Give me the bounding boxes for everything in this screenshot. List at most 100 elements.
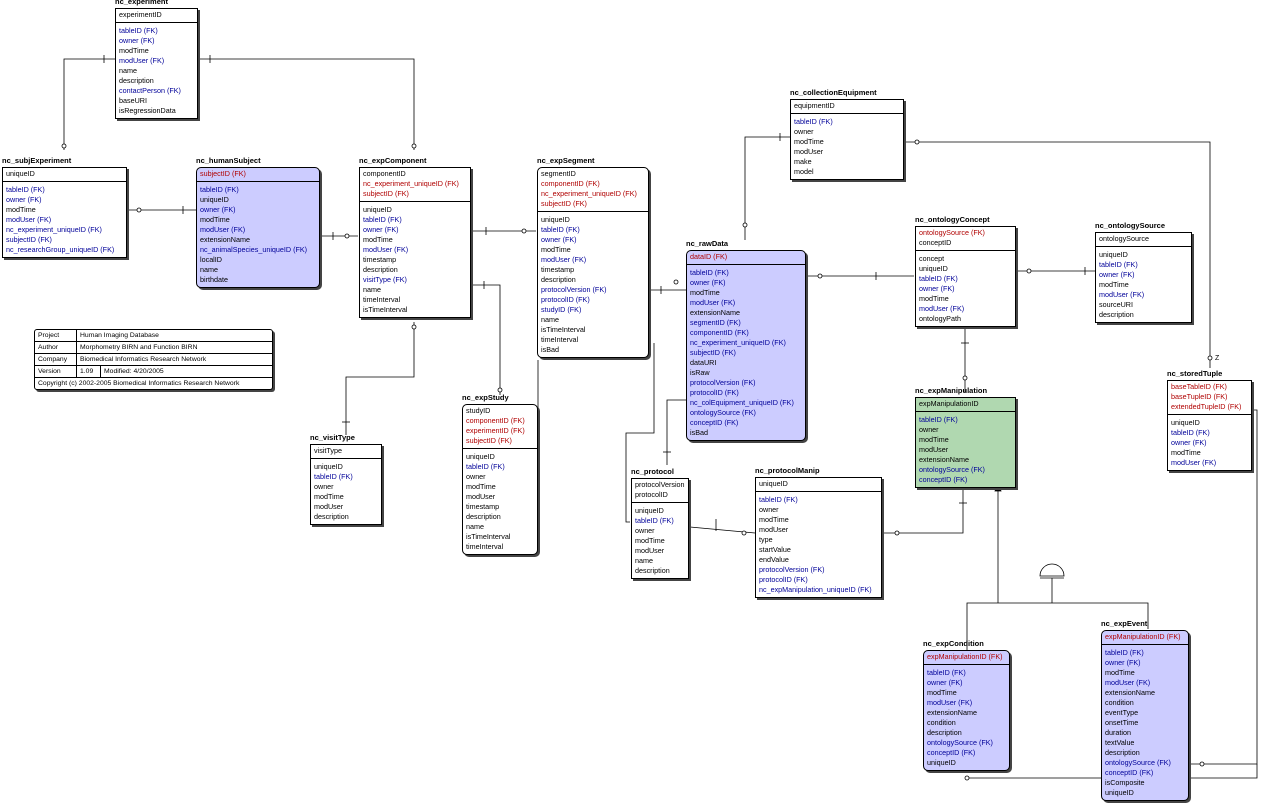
attribute: name	[200, 265, 218, 274]
attribute: isRaw	[690, 368, 710, 377]
attribute: modUser (FK)	[1105, 678, 1151, 687]
attribute: modUser (FK)	[541, 255, 587, 264]
attribute: tableID (FK)	[1099, 260, 1138, 269]
company-value: Biomedical Informatics Research Network	[80, 356, 207, 363]
attribute: timestamp	[363, 255, 397, 264]
attribute: isTimeInterval	[466, 532, 511, 541]
attribute: tableID (FK)	[919, 415, 958, 424]
attribute: type	[759, 535, 773, 544]
attribute: modUser	[919, 445, 949, 454]
attribute: studyID (FK)	[541, 305, 582, 314]
entity-title: nc_expCondition	[923, 639, 984, 648]
attribute: name	[466, 522, 484, 531]
entity-box: expManipulationID (FK)tableID (FK)owner …	[923, 650, 1010, 771]
attribute: modUser (FK)	[200, 225, 246, 234]
attribute: conceptID (FK)	[927, 748, 976, 757]
attribute: description	[363, 265, 398, 274]
attribute: owner (FK)	[1099, 270, 1135, 279]
attribute: tableID (FK)	[635, 516, 674, 525]
attribute: tableID (FK)	[541, 225, 580, 234]
project-label: Project	[35, 330, 77, 341]
attribute: timeInterval	[363, 295, 401, 304]
entity-title: nc_subjExperiment	[2, 156, 72, 165]
attribute: tableID (FK)	[119, 26, 158, 35]
primary-key-section: dataID (FK)	[687, 251, 805, 265]
attribute: owner (FK)	[363, 225, 399, 234]
attribute: modTime	[759, 515, 789, 524]
rel-protocol-expsegment	[625, 343, 655, 523]
attribute: isTimeInterval	[363, 305, 408, 314]
attribute: owner (FK)	[200, 205, 236, 214]
attribute: modUser	[635, 546, 665, 555]
attribute: modUser	[759, 525, 789, 534]
attribute: modUser	[314, 502, 344, 511]
pk-attribute: componentID (FK)	[466, 416, 525, 425]
attribute: modUser (FK)	[690, 298, 736, 307]
attribute: nc_researchGroup_uniqueID (FK)	[6, 245, 115, 254]
pk-attribute: studyID	[466, 406, 491, 415]
attribute: protocolVersion (FK)	[541, 285, 607, 294]
primary-key-section: visitType	[311, 445, 381, 459]
pk-attribute: dataID (FK)	[690, 252, 728, 261]
attribute: timeInterval	[466, 542, 504, 551]
attribute: subjectID (FK)	[690, 348, 736, 357]
entity-title: nc_visitType	[310, 433, 355, 442]
attribute: eventType	[1105, 708, 1139, 717]
attribute: duration	[1105, 728, 1131, 737]
copyright-text: Copyright (c) 2002-2005 Biomedical Infor…	[38, 380, 240, 387]
attribute: protocolID (FK)	[759, 575, 808, 584]
attribute: modTime	[794, 137, 824, 146]
entity-title: nc_expEvent	[1101, 619, 1148, 628]
attribute: owner	[919, 425, 939, 434]
attribute: make	[794, 157, 812, 166]
pk-attribute: subjectID (FK)	[466, 436, 512, 445]
attribute: description	[1099, 310, 1134, 319]
attribute: contactPerson (FK)	[119, 86, 181, 95]
primary-key-section: expManipulationID (FK)	[1102, 631, 1188, 645]
attribute: uniqueID	[919, 264, 948, 273]
attribute: isBad	[541, 345, 559, 354]
attribute: owner (FK)	[1105, 658, 1141, 667]
attribute: modTime	[1099, 280, 1129, 289]
attribute: protocolVersion (FK)	[759, 565, 825, 574]
attribute: conceptID (FK)	[1105, 768, 1154, 777]
attribute: timestamp	[541, 265, 575, 274]
attribute: ontologyPath	[919, 314, 961, 323]
company-label: Company	[35, 354, 77, 365]
attribute: name	[635, 556, 653, 565]
author-label: Author	[35, 342, 77, 353]
attribute: tableID (FK)	[794, 117, 833, 126]
attribute: owner (FK)	[541, 235, 577, 244]
attribute: endValue	[759, 555, 789, 564]
attribute: description	[635, 566, 670, 575]
entity-nc-expcondition[interactable]: nc_expCondition expManipulationID (FK)tab…	[923, 639, 1010, 771]
pk-attribute: nc_experiment_uniqueID (FK)	[363, 179, 459, 188]
pk-attribute: nc_experiment_uniqueID (FK)	[541, 189, 637, 198]
attribute: modUser (FK)	[1099, 290, 1145, 299]
attribute: componentID (FK)	[690, 328, 749, 337]
attribute: modTime	[119, 46, 149, 55]
pk-attribute: subjectID (FK)	[363, 189, 409, 198]
